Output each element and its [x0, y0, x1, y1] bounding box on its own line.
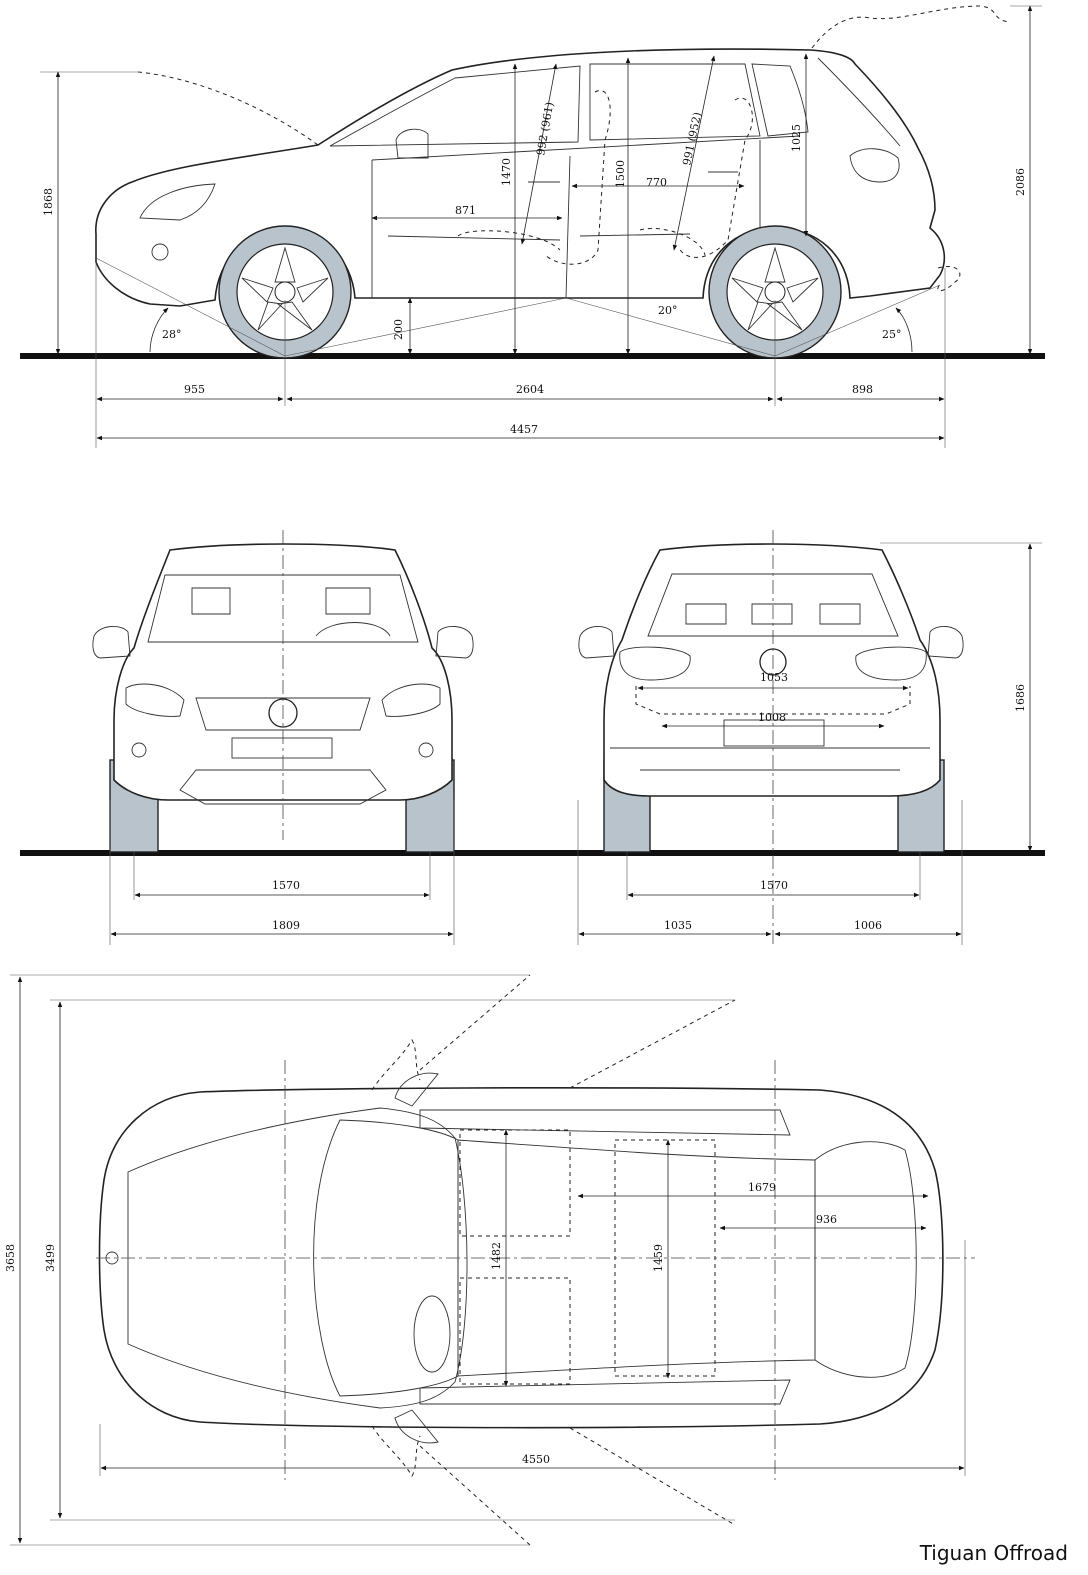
side-breakover-label: 20° [658, 304, 678, 317]
front-view: 1570 1809 [20, 530, 1045, 945]
side-open-height-label: 2086 [1014, 168, 1027, 196]
front-track-label: 1570 [272, 879, 300, 892]
side-hood-open-path [137, 71, 319, 146]
front-right-headlight [381, 683, 441, 717]
rear-left-taillight [619, 646, 691, 681]
side-clearance-label: 200 [392, 319, 405, 340]
front-left-headlight [125, 683, 185, 717]
side-rear-height-label: 1500 [614, 160, 627, 188]
side-rear-wheel [708, 225, 842, 359]
side-front-headroom-label: 1470 [500, 158, 513, 186]
rear-half-right-label: 1006 [854, 919, 882, 932]
front-windshield [147, 574, 419, 643]
rear-height-label: 1686 [1014, 684, 1027, 712]
front-width-label: 1809 [272, 919, 300, 932]
drawing-caption: Tiguan Offroad [919, 1541, 1068, 1565]
side-mirror [395, 128, 429, 159]
front-headrests [191, 587, 371, 615]
top-side-windows [419, 1109, 791, 1405]
top-rear-shoulder-label: 1459 [652, 1244, 665, 1272]
front-right-mirror [435, 626, 474, 659]
front-right-fog [418, 742, 434, 758]
rear-track-label: 1570 [760, 879, 788, 892]
side-breakover-line-a [284, 297, 567, 357]
side-seat-ghost [457, 90, 753, 265]
side-door-lines [371, 140, 761, 299]
side-tow-ghost [937, 266, 961, 292]
rear-left-mirror [578, 626, 615, 659]
side-front-legroom-label: 871 [455, 204, 476, 217]
top-front-shoulder-label: 1482 [490, 1242, 503, 1270]
rear-window [647, 573, 899, 637]
front-grille [195, 697, 371, 731]
rear-headrests [685, 603, 861, 625]
side-departure-arc [895, 307, 913, 353]
front-body-outline [113, 543, 453, 801]
top-rear-window [814, 1141, 917, 1378]
top-cargo-floor-label: 936 [816, 1213, 837, 1226]
top-hood-windshield [127, 1107, 468, 1409]
side-departure-line [774, 284, 941, 357]
top-windshield [313, 1119, 459, 1397]
rear-plate [723, 719, 825, 747]
side-tailgate-open-path [811, 5, 1011, 49]
top-mirror-width-label: 3658 [4, 1244, 17, 1272]
rear-half-left-label: 1035 [664, 919, 692, 932]
side-foglight [151, 243, 169, 261]
front-steering-wheel [315, 622, 391, 637]
side-rear-overhang-label: 898 [852, 383, 873, 396]
top-steering-wheel [413, 1295, 451, 1373]
side-trunk-height-label: 1025 [790, 124, 803, 152]
top-left-door-ghost [371, 1039, 421, 1091]
side-breakover-line-b [565, 297, 776, 357]
rear-right-taillight [855, 646, 927, 681]
top-seats-ghost [459, 1129, 716, 1385]
side-rear-legroom-label: 770 [646, 176, 667, 189]
front-left-mirror [92, 626, 131, 659]
rear-view: 1053 1008 1686 1570 1035 1006 [577, 530, 1042, 945]
side-front-window [329, 65, 581, 147]
front-left-fog [131, 742, 147, 758]
side-front-overhang-label: 955 [184, 383, 205, 396]
side-front-sun-dim [520, 63, 558, 245]
side-wheelbase-label: 2604 [516, 383, 544, 396]
side-front-wheel [218, 225, 352, 359]
rear-bumper-lines [610, 747, 930, 771]
top-length-label: 4550 [522, 1453, 550, 1466]
top-cargo-length-label: 1679 [748, 1181, 776, 1194]
top-view: 3658 3499 1482 1459 1679 936 4550 [4, 974, 975, 1546]
side-departure-label: 25° [882, 328, 902, 341]
side-length-label: 4457 [510, 423, 538, 436]
front-skid-plate [179, 769, 387, 805]
side-beltline [371, 135, 801, 161]
side-approach-arc [149, 307, 169, 353]
rear-right-mirror [927, 626, 964, 659]
side-taillight [849, 148, 900, 183]
side-approach-label: 28° [162, 328, 182, 341]
top-right-door-ghost [371, 1425, 421, 1477]
side-headlight [139, 183, 216, 221]
side-approach-line [95, 257, 286, 357]
side-rear-sun-dim [672, 55, 716, 251]
top-door-open-lines [419, 974, 736, 1546]
side-tailgate-line [817, 57, 901, 147]
side-view: 28° 20° 25° 1868 2086 200 1470 992 (961)… [20, 5, 1045, 448]
rear-opening-bottom-label: 1008 [758, 711, 786, 724]
rear-opening-outline [635, 686, 911, 715]
rear-opening-top-label: 1053 [760, 671, 788, 684]
front-plate [231, 737, 333, 759]
top-doors-width-label: 3499 [44, 1244, 57, 1272]
side-height-label: 1868 [42, 188, 55, 216]
